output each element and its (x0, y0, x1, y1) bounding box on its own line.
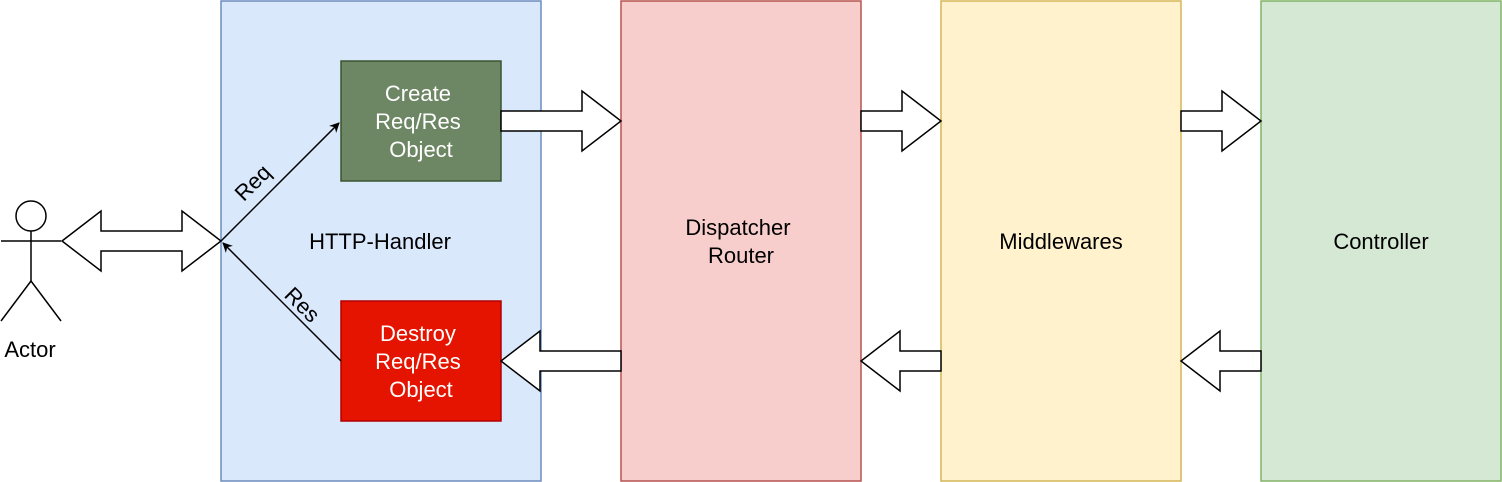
controller-to-middlewares-arrow (1179, 329, 1262, 393)
create-object-label: Create Req/Res Object (375, 81, 467, 162)
controller-label: Controller (1333, 229, 1428, 254)
dispatcher-router-label: Dispatcher Router (685, 215, 796, 268)
create-object-box (340, 60, 502, 182)
dispatcher-to-middlewares-arrow (860, 89, 943, 153)
actor-handler-double-arrow (60, 209, 223, 273)
middlewares-to-dispatcher-arrow (859, 329, 942, 393)
middlewares-to-controller-arrow (1180, 89, 1263, 153)
create-to-dispatcher-arrow (500, 89, 623, 153)
destroy-object-label: Destroy Req/Res Object (375, 321, 467, 402)
controller-box (1260, 0, 1502, 482)
actor-icon (0, 200, 62, 322)
http-handler-label: HTTP-Handler (309, 229, 451, 254)
middlewares-box (940, 0, 1182, 482)
req-edge (220, 122, 340, 242)
destroy-object-box (340, 300, 502, 422)
dispatcher-to-destroy-arrow (499, 329, 622, 393)
dispatcher-router-box (620, 0, 862, 482)
res-edge (222, 242, 342, 362)
middlewares-label: Middlewares (999, 229, 1123, 254)
actor-label: Actor (4, 337, 55, 362)
